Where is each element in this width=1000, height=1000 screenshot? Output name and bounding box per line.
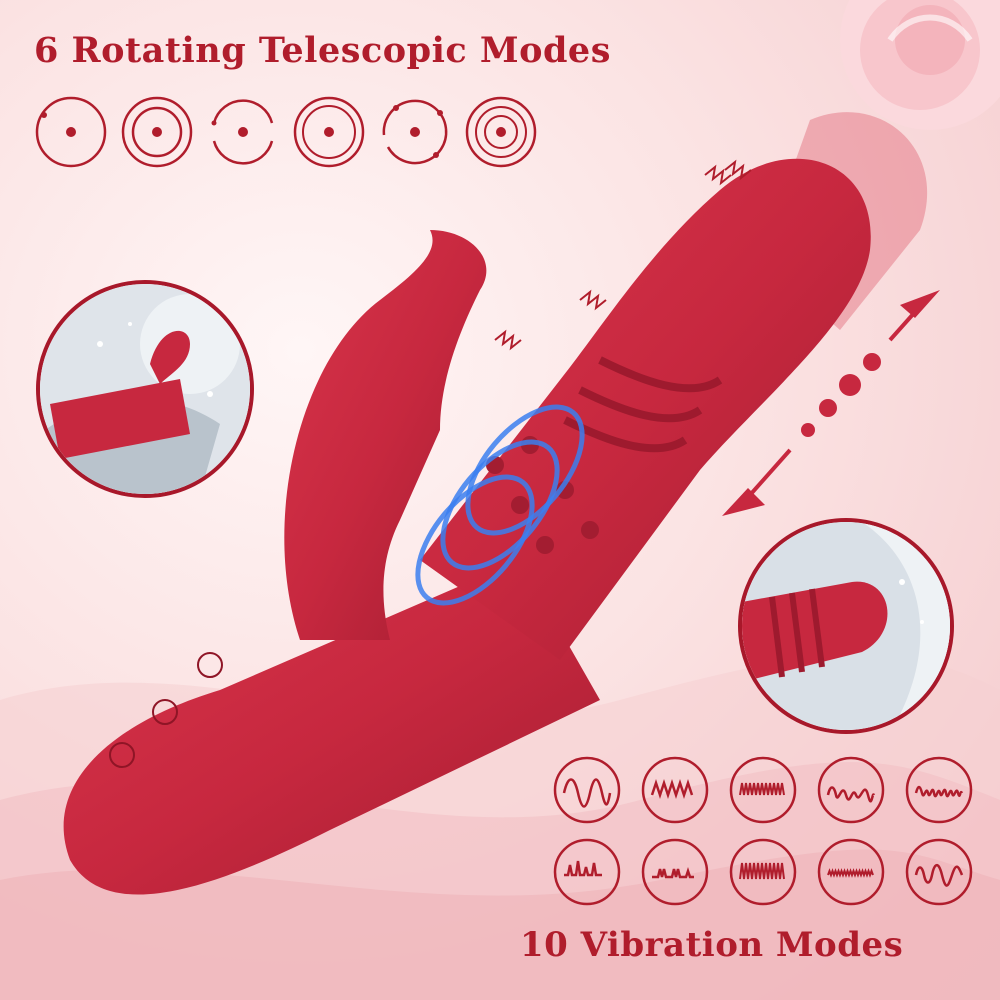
wave-pattern-4-icon [817,756,885,824]
wave-pattern-5-icon [905,756,973,824]
wide-orbit-icon [293,96,365,168]
wave-pattern-2-icon [641,756,709,824]
wave-pattern-3-icon [729,756,797,824]
shaft-tip-closeup-photo [738,518,954,734]
wave-pattern-7-icon [641,838,709,906]
wave-pattern-1-icon [553,756,621,824]
vibration-modes-title: 10 Vibration Modes [520,925,904,965]
concentric-orbit-icon [465,96,537,168]
triple-dot-orbit-icon [382,99,448,165]
double-orbit-icon [121,96,193,168]
single-orbit-dot-icon [35,96,107,168]
vibration-mode-icons [552,755,992,907]
rotation-modes-title: 6 Rotating Telescopic Modes [34,30,611,71]
rabbit-tip-closeup-photo [36,280,254,498]
wave-pattern-9-icon [817,838,885,906]
wave-pattern-6-icon [553,838,621,906]
rose-decoration [840,0,1000,130]
wave-pattern-10-icon [905,838,973,906]
arc-orbit-icon [211,99,274,165]
rotation-mode-icons [32,93,540,171]
wave-pattern-8-icon [729,838,797,906]
